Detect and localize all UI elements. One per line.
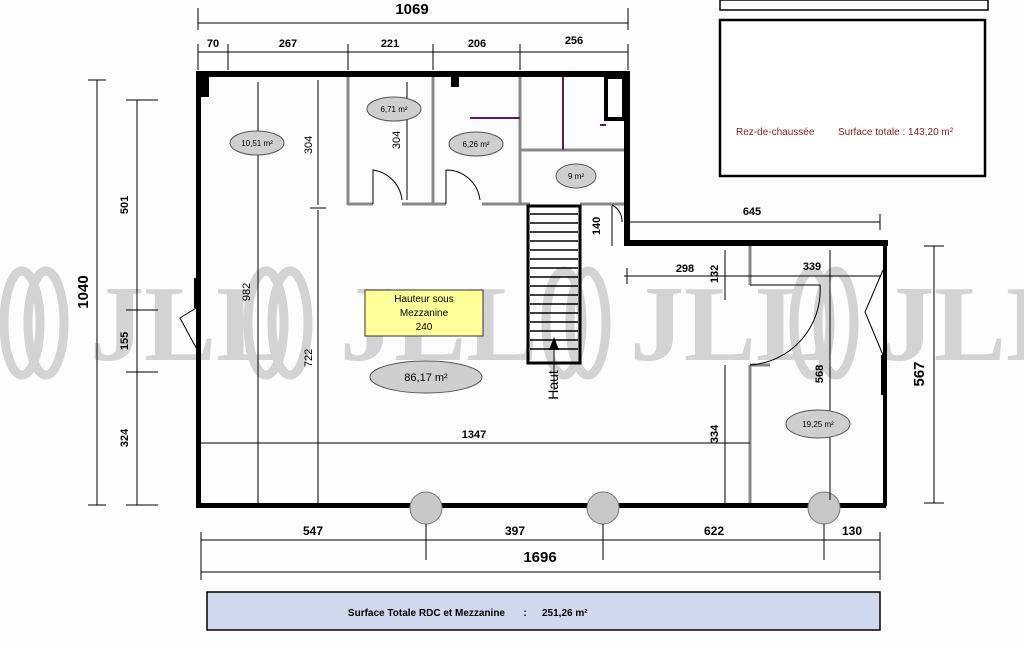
dim-140: 140: [591, 217, 603, 235]
partitions: [346, 77, 770, 503]
total-surface-value: 251,26 m²: [542, 608, 588, 619]
dim-567: 567: [911, 361, 928, 386]
stairs: [526, 204, 582, 390]
dim-top-221: 221: [381, 38, 399, 50]
mezzanine-line3: 240: [416, 322, 433, 333]
dim-1347: 1347: [462, 429, 486, 441]
total-surface-sep: :: [523, 608, 526, 619]
dim-298: 298: [676, 263, 694, 275]
mezzanine-line1: Hauteur sous: [394, 294, 453, 305]
dim-132: 132: [709, 265, 721, 283]
dim-722: 722: [303, 349, 315, 367]
dim-bottom-397: 397: [505, 524, 525, 538]
total-surface-label: Surface Totale RDC et Mezzanine: [348, 608, 506, 619]
doors: [179, 169, 884, 366]
dim-left-501: 501: [119, 196, 131, 214]
dim-bottom-622: 622: [704, 524, 724, 538]
purple-partitions: [470, 77, 606, 150]
dim-bottom-total: 1696: [523, 549, 556, 566]
watermark-text: JLL: [880, 265, 1024, 384]
info-box-title: Rez-de-chaussée: [736, 127, 815, 138]
dim-top-267: 267: [279, 38, 297, 50]
dim-top-256: 256: [565, 35, 583, 47]
room-ellipses: [229, 96, 851, 439]
dim-304b: 304: [391, 131, 403, 149]
stairs-label: Haut: [545, 370, 561, 400]
dim-339: 339: [803, 261, 821, 273]
dim-left-total: 1040: [75, 275, 92, 308]
dim-top-70: 70: [207, 38, 219, 50]
dim-top-206: 206: [468, 38, 486, 50]
room-label-r1: 10,51 m²: [241, 139, 273, 148]
left-dimensions: [88, 79, 158, 506]
walls: [194, 71, 888, 508]
room-label-r4: 9 m²: [568, 172, 584, 181]
total-surface-box: [206, 591, 881, 631]
dim-bottom-547: 547: [303, 524, 323, 538]
info-box: [718, 18, 987, 178]
info-box-surface: Surface totale : 143,20 m²: [838, 127, 954, 138]
room-label-r3: 6,26 m²: [462, 140, 489, 149]
dim-334: 334: [709, 424, 721, 443]
dim-top-total: 1069: [395, 1, 428, 18]
watermark: JLL JLL JLL JLL: [0, 265, 1024, 384]
room-label-main: 86,17 m²: [404, 372, 448, 384]
dim-645-line: [630, 214, 881, 230]
room-label-r5: 19,25 m²: [802, 420, 834, 429]
dim-982: 982: [241, 283, 253, 301]
info-box-top-strip: [719, 0, 989, 11]
mezzanine-note-box: [364, 289, 484, 337]
mezzanine-line2: Mezzanine: [400, 308, 449, 319]
dim-bottom-130: 130: [842, 524, 862, 538]
top-dimensions: [197, 8, 629, 70]
bottom-dimensions: [200, 524, 881, 580]
room-label-r2: 6,71 m²: [380, 105, 407, 114]
dim-left-155: 155: [119, 332, 131, 350]
dim-568: 568: [814, 365, 826, 383]
watermark-text: JLL: [630, 265, 828, 384]
watermark-text: JLL: [90, 265, 288, 384]
dim-left-324: 324: [119, 428, 131, 447]
dim-645: 645: [743, 206, 761, 218]
columns: [409, 491, 841, 525]
dim-304a: 304: [303, 136, 315, 154]
